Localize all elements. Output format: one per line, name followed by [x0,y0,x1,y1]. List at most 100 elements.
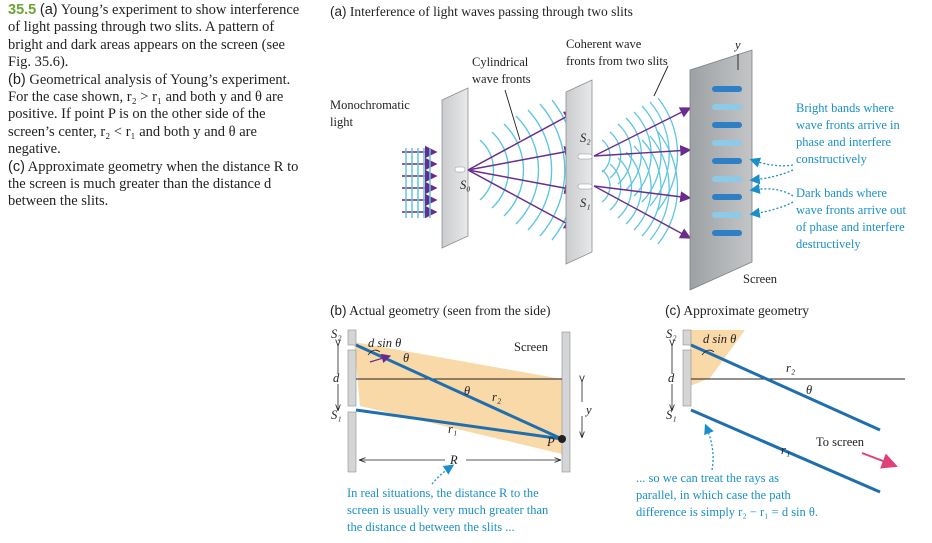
note-b-line-3: the distance d between the slits ... [347,520,515,534]
slit-barrier-top [347,329,357,346]
path-difference-shade [354,342,562,454]
label-bright-4: constructively [796,152,867,166]
note-c-line-3: difference is simply r₂ − r₁ = d sin θ. [636,505,819,519]
caption-part-b-label: (b) [8,71,26,88]
slit-barrier-middle-c [682,349,692,407]
panel-c-graphics [672,329,905,494]
label-bright-2: wave fronts arrive in [796,118,900,132]
label-s2-a: S₂ [580,131,591,145]
label-r: R [450,453,458,467]
note-c-line-1: ... so we can treat the rays as [636,471,779,485]
label-s2-b: S₂ [331,327,342,341]
note-b-pointer [431,464,455,485]
panel-b-title: (b) Actual geometry (seen from the side) [330,303,550,319]
label-bright-3: phase and interfere [796,135,892,149]
panel-a-graphics [402,49,794,291]
note-c-line-2: parallel, in which case the path [636,488,791,502]
label-s1-b: S₁ [331,408,342,422]
label-theta-c: θ [806,383,813,397]
bright-band [712,158,742,164]
dsin-bracket-c [701,349,715,356]
label-s1-c: S₁ [666,408,677,422]
label-screen-a: Screen [743,272,778,286]
dark-band [712,140,742,146]
label-monochromatic: Monochromatic [330,98,410,112]
ray-r1-c [690,408,881,494]
label-s0: S₀ [460,178,471,192]
panel-b-title-text: Actual geometry (seen from the side) [349,303,551,318]
caption-part-a-label: (a) [39,2,58,18]
caption-part-a-text: Young’s experiment to show interference … [8,2,300,71]
panel-c-label: (c) [665,303,681,318]
label-dsin-b: d sin θ [368,336,402,350]
label-r2-c: r₂ [786,361,796,375]
figure-caption: 35.5 (a) Young’s experiment to show inte… [8,2,310,211]
panel-c-title-text: Approximate geometry [683,303,809,318]
dark-band [712,176,742,182]
dark-band [712,104,742,110]
slit-s1 [577,183,593,190]
label-to-screen: To screen [816,435,865,449]
label-dsin-c: d sin θ [703,332,737,346]
to-screen-arrow [861,452,898,469]
label-y-a: y [735,38,741,52]
point-p [558,435,566,443]
theta-arrow [369,353,392,364]
label-d-b: d [333,371,340,385]
caption-part-c-text: Approximate geometry when the distance R… [8,158,299,210]
label-cylindrical: Cylindrical [472,55,529,69]
label-dark-1: Dark bands where [796,186,887,200]
label-s2-c: S₂ [666,327,677,341]
screen-bar [561,331,571,473]
label-coherent-2: fronts from two slits [566,54,668,68]
panel-b-label: (b) [330,303,347,318]
bright-band [712,122,742,128]
bright-band [712,86,742,92]
ray-r1 [355,408,563,441]
label-y-b: y [586,403,592,417]
figure-number: 35.5 [8,2,37,18]
slit-barrier-middle [347,349,357,407]
ray-r2-c [690,343,881,432]
cylindrical-pointer [504,89,521,141]
rays-from-s0 [467,111,577,229]
band-pointers [749,157,794,218]
label-dark-3: of phase and interfere [796,220,905,234]
note-b-line-1: In real situations, the distance R to th… [347,486,539,500]
bright-band [712,230,742,236]
interference-bands [712,86,742,236]
panel-b-graphics [338,329,582,485]
label-theta-b: θ [403,351,410,365]
label-d-c: d [668,371,675,385]
slit-barrier-top-c [682,329,692,346]
label-screen-b: Screen [514,340,549,354]
dsin-bracket [367,349,381,356]
rays-to-screen [593,107,692,239]
caption-part-c-label: (c) [8,158,25,175]
label-r1-b: r₁ [448,422,458,436]
label-light: light [330,115,353,129]
label-theta2-b: θ [464,384,471,398]
panel-a-title: (a) Interference of light waves passing … [330,4,633,20]
label-coherent-1: Coherent wave [566,37,642,51]
double-slit-plate [565,79,593,265]
cylindrical-wave-fronts [479,99,578,241]
note-b-line-2: screen is usually very much greater than [347,503,549,517]
slit-barrier-bottom [347,411,357,473]
label-bright-1: Bright bands where [796,101,894,115]
label-p: P [547,435,555,449]
label-s1-a: S₁ [580,196,591,210]
bright-band [712,194,742,200]
note-c-pointer [704,423,714,471]
slit-s2 [577,153,593,160]
label-dark-4: destructively [796,237,861,251]
label-wave-fronts: wave fronts [472,72,531,86]
panel-a-title-text: Interference of light waves passing thro… [349,4,633,19]
dark-band [712,212,742,218]
panel-c-title: (c) Approximate geometry [665,303,809,319]
incident-light-arrows [402,145,438,219]
label-r2-b: r₂ [492,390,502,404]
label-r1-c: r₁ [781,443,791,457]
slit-s0 [454,166,466,173]
